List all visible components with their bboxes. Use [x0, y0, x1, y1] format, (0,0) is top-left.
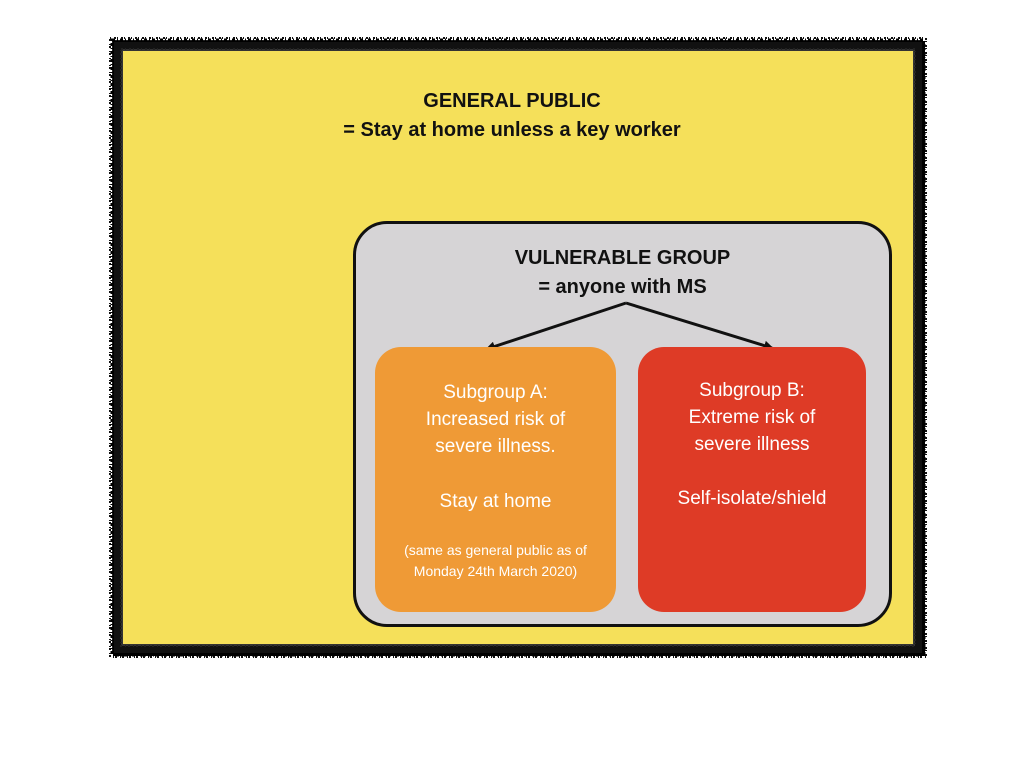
vulnerable-group-title-line2: = anyone with MS [538, 276, 707, 298]
subgroup-a-action: Stay at home [439, 491, 552, 512]
general-public-title-line1: GENERAL PUBLIC [423, 90, 601, 112]
subgroup-b-action: Self-isolate/shield [677, 488, 827, 509]
subgroup-b-heading-line: Extreme risk of [688, 407, 816, 428]
subgroup-a-heading-line: Increased risk of [425, 409, 566, 430]
general-public-title-line2: = Stay at home unless a key worker [343, 119, 681, 141]
vulnerable-group-title: VULNERABLE GROUP = anyone with MS [353, 244, 892, 302]
subgroup-a-box: Subgroup A: Increased risk of severe ill… [375, 347, 616, 612]
subgroup-b-heading-line: severe illness [694, 434, 810, 455]
vulnerable-group-title-line1: VULNERABLE GROUP [514, 247, 731, 269]
subgroup-a-heading-line: severe illness. [435, 436, 556, 457]
subgroup-a-note: (same as general public as of Monday 24t… [381, 540, 610, 582]
subgroup-b-heading: Subgroup B: Extreme risk of severe illne… [638, 377, 866, 458]
subgroup-a-note-line: Monday 24th March 2020) [413, 563, 578, 579]
subgroup-a-heading: Subgroup A: Increased risk of severe ill… [375, 379, 616, 460]
subgroup-b-box: Subgroup B: Extreme risk of severe illne… [638, 347, 866, 612]
subgroup-b-heading-line: Subgroup B: [699, 380, 805, 401]
general-public-title: GENERAL PUBLIC = Stay at home unless a k… [0, 87, 1024, 145]
subgroup-a-note-line: (same as general public as of [404, 542, 587, 558]
subgroup-a-heading-line: Subgroup A: [443, 382, 548, 403]
